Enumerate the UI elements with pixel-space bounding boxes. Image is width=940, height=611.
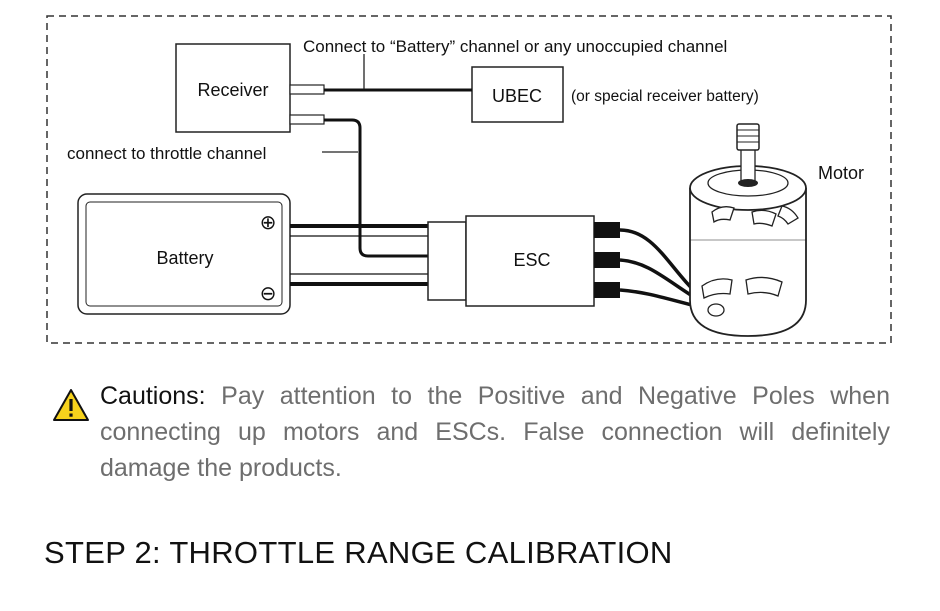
ubec-label: UBEC (492, 86, 542, 106)
wiring-diagram: Receiver UBEC (or special receiver batte… (46, 15, 892, 344)
positive-symbol: ⊕ (260, 212, 277, 234)
step-title: STEP 2: THROTTLE RANGE CALIBRATION (44, 535, 673, 570)
battery-label: Battery (156, 248, 213, 268)
warning-triangle-icon (53, 389, 89, 421)
motor-label: Motor (818, 163, 864, 183)
caution-label: Cautions: (100, 382, 206, 410)
motor (689, 123, 807, 337)
battery: Battery ⊕ ⊖ (77, 193, 291, 315)
esc-label: ESC (513, 250, 550, 270)
power-wires (290, 224, 428, 286)
diagram-border (46, 15, 892, 344)
negative-symbol: ⊖ (260, 283, 277, 305)
ubec: UBEC (471, 66, 564, 123)
signal-wire (324, 118, 434, 258)
throttle-note: connect to throttle channel (67, 144, 266, 163)
caution-text: Cautions: Pay attention to the Positive … (100, 378, 890, 486)
ubec-note: (or special receiver battery) (571, 88, 759, 105)
caution-message: Pay attention to the Positive and Negati… (100, 382, 890, 482)
esc: ESC (427, 215, 620, 307)
connect-battery-note: Connect to “Battery” channel or any unoc… (303, 37, 727, 56)
receiver-label: Receiver (197, 80, 268, 100)
receiver: Receiver (175, 43, 325, 133)
